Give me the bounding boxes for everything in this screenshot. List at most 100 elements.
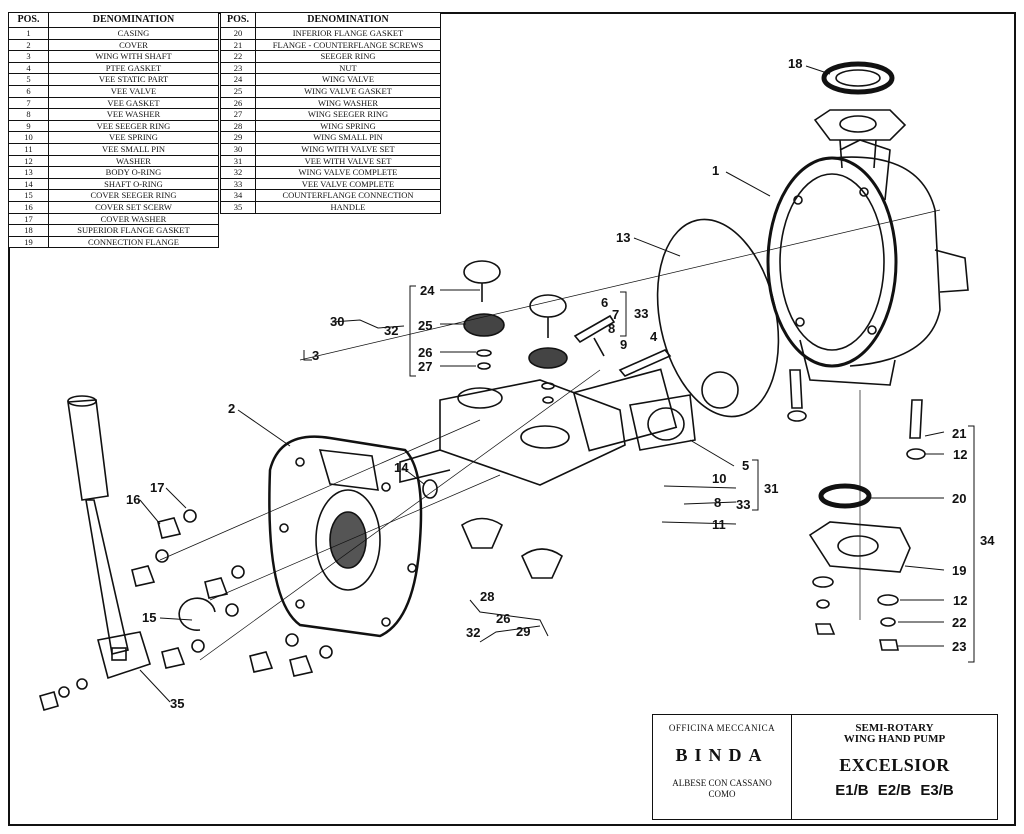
product-line-1: SEMI-ROTARY bbox=[855, 722, 934, 734]
model-variants: E1/B E2/B E3/B bbox=[835, 782, 954, 799]
part-denomination: WING WITH VALVE SET bbox=[255, 142, 441, 156]
callout-6: 6 bbox=[601, 295, 608, 310]
callout-32: 32 bbox=[384, 323, 398, 338]
part-pos: 30 bbox=[220, 142, 256, 156]
callout-30: 30 bbox=[330, 314, 344, 329]
callout-20: 20 bbox=[952, 491, 966, 506]
part-denomination: HANDLE bbox=[255, 200, 441, 214]
part-denomination: COVER bbox=[48, 38, 219, 52]
title-block: OFFICINA MECCANICA BINDA ALBESE CON CASS… bbox=[652, 714, 998, 820]
callout-35: 35 bbox=[170, 696, 184, 711]
callout-26: 26 bbox=[418, 345, 432, 360]
part-pos: 12 bbox=[8, 154, 49, 168]
callout-17: 17 bbox=[150, 480, 164, 495]
part-pos: 4 bbox=[8, 61, 49, 75]
wing-valve-stack-right bbox=[528, 294, 568, 404]
part-pos: 28 bbox=[220, 119, 256, 133]
callout-3: 3 bbox=[312, 348, 319, 363]
part-denomination: WING VALVE bbox=[255, 73, 441, 86]
callout-9: 9 bbox=[620, 337, 627, 352]
part-pos: 1 bbox=[8, 27, 49, 40]
parts-table-header: POS. DENOMINATION bbox=[220, 12, 441, 28]
wing-valve-stack-left bbox=[463, 260, 505, 370]
callout-27: 27 bbox=[418, 359, 432, 374]
part-denomination: FLANGE - COUNTERFLANGE SCREWS bbox=[255, 38, 441, 52]
part-pos: 8 bbox=[8, 108, 49, 121]
callout-10: 10 bbox=[712, 471, 726, 486]
part-pos: 17 bbox=[8, 212, 49, 226]
callout-2: 2 bbox=[228, 401, 235, 416]
callout-32b: 32 bbox=[466, 625, 480, 640]
part-pos: 18 bbox=[8, 224, 49, 237]
shaft-o-ring bbox=[422, 479, 438, 499]
callout-33b: 33 bbox=[736, 497, 750, 512]
callout-28: 28 bbox=[480, 589, 494, 604]
part-pos: 24 bbox=[220, 73, 256, 86]
part-denomination: VEE WASHER bbox=[48, 108, 219, 121]
cover-seeger-ring bbox=[178, 597, 216, 631]
callout-26b: 26 bbox=[496, 611, 510, 626]
part-denomination: VEE STATIC PART bbox=[48, 73, 219, 86]
denomination-header: DENOMINATION bbox=[48, 12, 219, 28]
callout-1: 1 bbox=[712, 163, 719, 178]
callout-18: 18 bbox=[788, 56, 802, 71]
product-line-2: WING HAND PUMP bbox=[843, 733, 946, 745]
part-pos: 31 bbox=[220, 154, 256, 168]
wing-spring-lower bbox=[460, 517, 564, 579]
part-denomination: SEEGER RING bbox=[255, 50, 441, 63]
part-pos: 19 bbox=[8, 235, 49, 249]
part-denomination: VEE GASKET bbox=[48, 96, 219, 110]
callout-4: 4 bbox=[650, 329, 658, 344]
part-pos: 23 bbox=[220, 61, 256, 75]
part-pos: 27 bbox=[220, 108, 256, 121]
part-denomination: VEE WITH VALVE SET bbox=[255, 154, 441, 168]
callout-13: 13 bbox=[616, 230, 630, 245]
part-pos: 22 bbox=[220, 50, 256, 63]
part-denomination: COVER WASHER bbox=[48, 212, 219, 226]
part-pos: 3 bbox=[8, 50, 49, 63]
part-pos: 34 bbox=[220, 189, 256, 202]
part-denomination: COVER SET SCERW bbox=[48, 200, 219, 214]
callout-22: 22 bbox=[952, 615, 966, 630]
part-denomination: VEE SMALL PIN bbox=[48, 142, 219, 156]
wing-shaft-part bbox=[399, 349, 678, 486]
vee-static-part bbox=[629, 371, 739, 451]
part-denomination: WING VALVE COMPLETE bbox=[255, 166, 441, 179]
part-denomination: VEE SPRING bbox=[48, 131, 219, 144]
part-denomination: NUT bbox=[255, 61, 441, 75]
callout-34: 34 bbox=[980, 533, 995, 548]
part-denomination: WING SMALL PIN bbox=[255, 131, 441, 144]
product-cell: SEMI-ROTARY WING HAND PUMP EXCELSIOR E1/… bbox=[792, 715, 997, 819]
part-denomination: CONNECTION FLANGE bbox=[48, 235, 219, 249]
part-pos: 32 bbox=[220, 166, 256, 179]
location-line-2: COMO bbox=[708, 789, 736, 799]
callout-7: 7 bbox=[612, 307, 619, 322]
callout-12: 12 bbox=[953, 447, 967, 462]
manufacturer-cell: OFFICINA MECCANICA BINDA ALBESE CON CASS… bbox=[653, 715, 792, 819]
part-denomination: SUPERIOR FLANGE GASKET bbox=[48, 224, 219, 237]
part-pos: 2 bbox=[8, 38, 49, 52]
